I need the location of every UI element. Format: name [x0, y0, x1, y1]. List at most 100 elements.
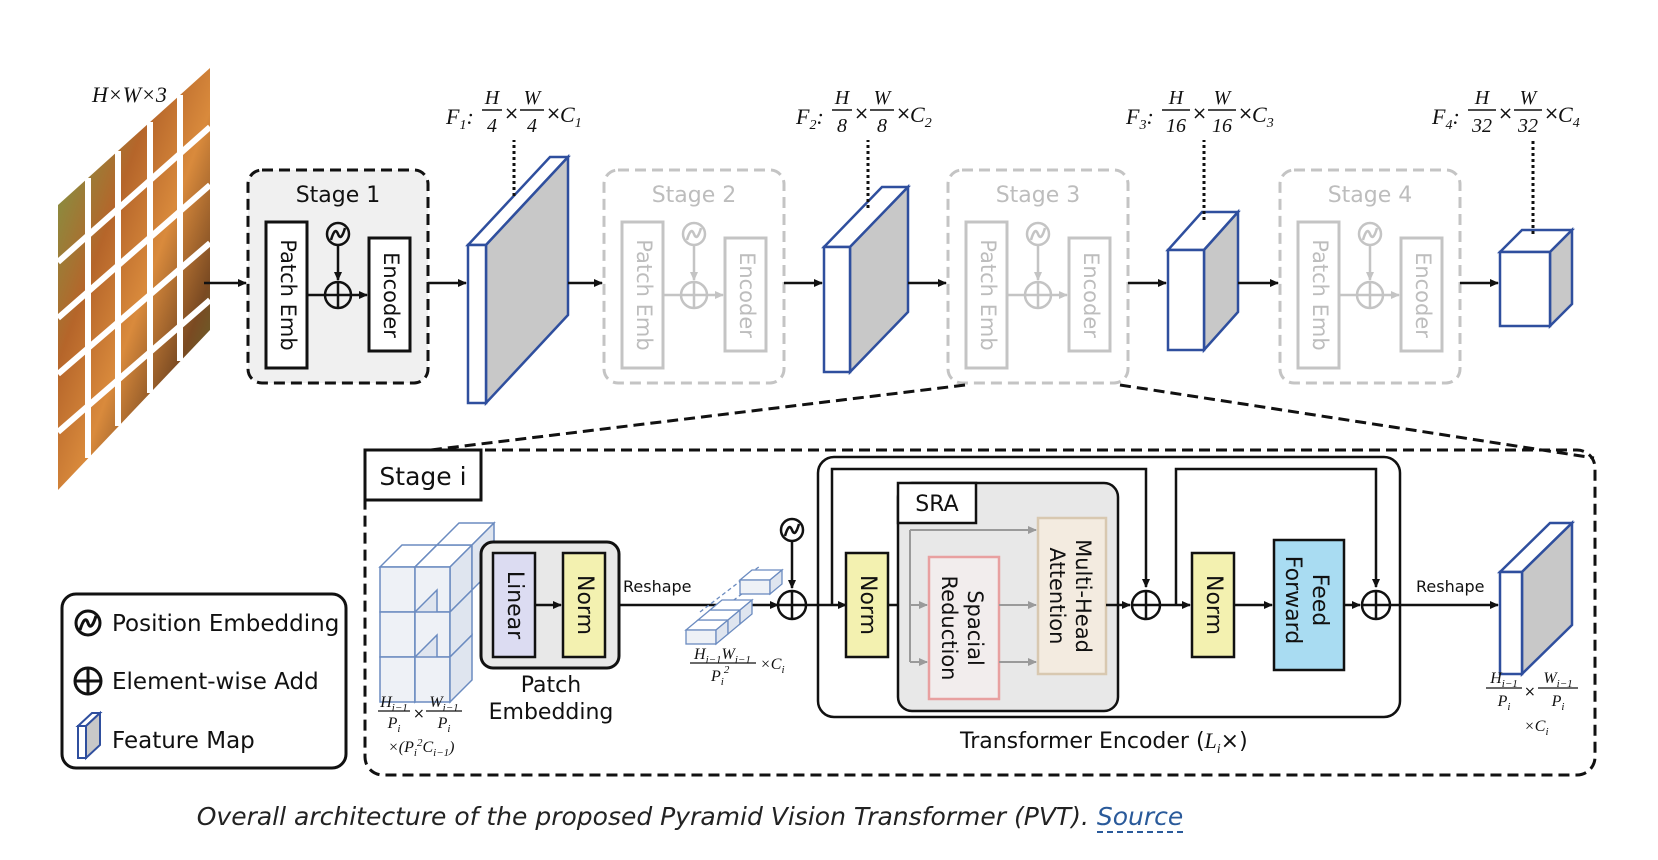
output-dims: Hi−1 Pi × Wi−1 Pi ×Ci: [1486, 670, 1578, 738]
norm-box-1: [561, 551, 607, 659]
svg-text:C2: C2: [910, 102, 932, 131]
svg-text:×: ×: [1544, 103, 1559, 124]
add-legend-icon: [73, 666, 103, 696]
feature-f4-dims: F4: H 32 × W 32 × C4: [1431, 87, 1580, 137]
feature-f2-dims: F2: H 8 × W 8 × C2: [795, 87, 932, 137]
svg-text:H: H: [834, 87, 851, 109]
feature-map-f1: [465, 140, 571, 407]
svg-text:Transformer Encoder (Li×): Transformer Encoder (Li×): [959, 728, 1248, 757]
svg-text:Pi: Pi: [437, 715, 451, 735]
output-feature-map: [1496, 520, 1576, 677]
svg-text:W: W: [874, 87, 893, 109]
svg-text:Pi: Pi: [1497, 693, 1511, 713]
svg-text:F1:: F1:: [445, 104, 474, 133]
svg-text:×: ×: [1524, 684, 1536, 700]
legend-position-label: Position Embedding: [112, 611, 339, 637]
stage-3-title: Stage 3: [996, 183, 1081, 208]
svg-text:×: ×: [1238, 103, 1253, 124]
add-icon-pos: [776, 589, 808, 621]
reshape-label-2: Reshape: [1416, 577, 1485, 596]
feature-map-legend-icon: [75, 710, 103, 761]
stage-1-encoder: [367, 236, 412, 353]
svg-text:4: 4: [487, 115, 497, 137]
svg-text:×Ci: ×Ci: [1524, 718, 1549, 738]
svg-text:F4:: F4:: [1431, 104, 1460, 133]
svg-text:16: 16: [1212, 115, 1232, 137]
norm-box-3: [1190, 551, 1236, 659]
legend: Position Embedding Element-wise Add Feat…: [60, 592, 348, 770]
stage-4: Stage 4 Patch Emb Encoder: [1278, 168, 1462, 385]
stage-4-title: Stage 4: [1328, 183, 1413, 208]
svg-text:32: 32: [1471, 115, 1492, 137]
svg-text:Multi-HeadAttention: Multi-HeadAttention: [1045, 539, 1095, 653]
svg-text:Pi: Pi: [1551, 693, 1565, 713]
svg-text:Norm: Norm: [855, 575, 880, 635]
stage-i-detail: Stage i Hi−1 Pi × Wi−1: [363, 448, 1597, 777]
svg-text:Patch: Patch: [521, 673, 581, 698]
svg-text:Embedding: Embedding: [489, 700, 614, 725]
svg-text:Encoder: Encoder: [1079, 252, 1103, 338]
svg-text:C3: C3: [1252, 102, 1274, 131]
svg-text:Patch Emb: Patch Emb: [976, 239, 1000, 350]
add-icon-res2: [1360, 589, 1392, 621]
source-link[interactable]: Source: [1096, 802, 1184, 833]
svg-text:Encoder: Encoder: [735, 252, 759, 338]
patch-embedding-block: Linear Norm Patch Embedding: [479, 540, 621, 725]
svg-text:C4: C4: [1558, 102, 1580, 131]
svg-text:F3:: F3:: [1125, 104, 1154, 133]
input-size-label: H×W×3: [91, 82, 167, 107]
svg-text:W: W: [1520, 87, 1539, 109]
spatial-reduction-box: [927, 555, 1001, 701]
svg-text:×: ×: [896, 103, 911, 124]
svg-text:×(Pi2Ci−1): ×(Pi2Ci−1): [388, 737, 454, 759]
svg-text:Norm: Norm: [1201, 575, 1226, 635]
svg-text:FeedForward: FeedForward: [1280, 556, 1332, 644]
sra-label: SRA: [915, 492, 958, 517]
svg-text:Patch Emb: Patch Emb: [276, 239, 300, 350]
svg-text:C1: C1: [560, 102, 582, 131]
svg-text:F2:: F2:: [795, 104, 824, 133]
svg-text:16: 16: [1166, 115, 1186, 137]
svg-text:×: ×: [1498, 103, 1513, 124]
input-dims: Hi−1 Pi × Wi−1 Pi ×(Pi2Ci−1): [378, 694, 462, 759]
svg-text:Pi2: Pi2: [710, 664, 730, 688]
svg-text:Wi−1: Wi−1: [1543, 670, 1572, 690]
svg-text:×: ×: [546, 103, 561, 124]
svg-text:Encoder: Encoder: [379, 252, 403, 338]
svg-text:Pi: Pi: [387, 715, 401, 735]
svg-text:H: H: [484, 87, 501, 109]
input-image-patches: [56, 68, 212, 490]
reshape-label-1: Reshape: [623, 577, 692, 596]
stage-i-title: Stage i: [379, 462, 466, 491]
svg-text:8: 8: [837, 115, 847, 137]
svg-text:H: H: [1168, 87, 1185, 109]
svg-text:32: 32: [1517, 115, 1538, 137]
stage-1: Stage 1 Patch Emb Encoder: [246, 168, 430, 385]
svg-text:×: ×: [1192, 103, 1207, 124]
position-embedding-legend-icon: [74, 609, 102, 637]
stage-1-title: Stage 1: [296, 183, 381, 208]
caption-text: Overall architecture of the proposed Pyr…: [196, 802, 1097, 831]
svg-text:×: ×: [854, 103, 869, 124]
svg-text:H: H: [1474, 87, 1491, 109]
svg-text:W: W: [524, 87, 543, 109]
stage-3: Stage 3 Patch Emb Encoder: [946, 168, 1130, 385]
feature-map-f3: [1165, 140, 1241, 354]
stage-2-title: Stage 2: [652, 183, 737, 208]
svg-text:Hi−1: Hi−1: [1489, 670, 1518, 690]
legend-add-label: Element-wise Add: [112, 669, 319, 695]
feature-map-f4: [1496, 140, 1576, 330]
figure-caption: Overall architecture of the proposed Pyr…: [0, 802, 1380, 833]
feature-map-f2: [821, 140, 911, 376]
svg-text:Patch Emb: Patch Emb: [632, 239, 656, 350]
add-icon-res1: [1130, 589, 1162, 621]
input-patch-stack: [378, 521, 496, 704]
svg-text:×: ×: [504, 103, 519, 124]
svg-text:Norm: Norm: [572, 575, 597, 635]
svg-text:W: W: [1214, 87, 1233, 109]
legend-feature-label: Feature Map: [112, 728, 255, 754]
svg-text:Patch Emb: Patch Emb: [1308, 239, 1332, 350]
svg-text:Encoder: Encoder: [1411, 252, 1435, 338]
svg-text:×Ci: ×Ci: [760, 656, 785, 676]
